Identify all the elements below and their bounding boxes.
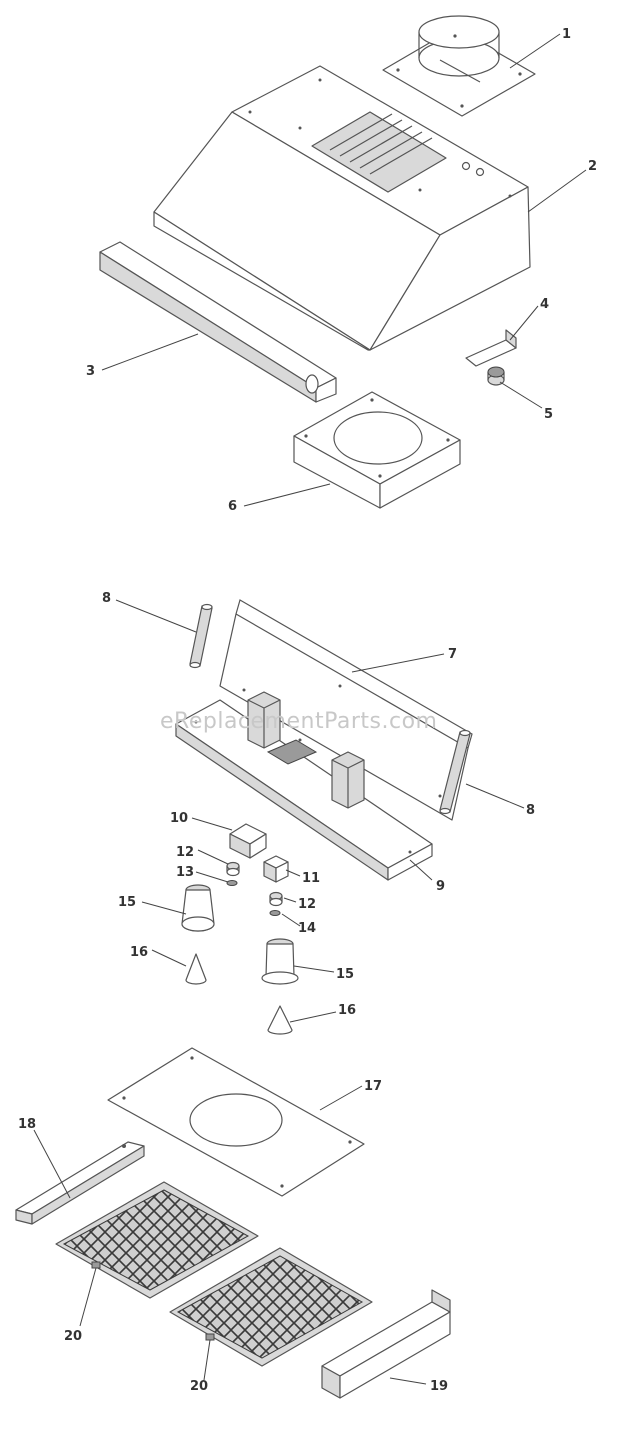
callout-2: 2 [588, 159, 597, 174]
knob-part [487, 366, 505, 386]
callout-7: 7 [448, 647, 457, 662]
callout-12: 12 [298, 897, 316, 912]
callout-18: 18 [18, 1117, 36, 1132]
hood-body-part [153, 65, 531, 351]
callout-8: 8 [102, 591, 111, 606]
callout-12: 12 [176, 845, 194, 860]
filter-rail-part [321, 1289, 451, 1399]
lamp-socket-part [226, 861, 240, 877]
callout-10: 10 [170, 811, 188, 826]
callout-16: 16 [338, 1003, 356, 1018]
callout-9: 9 [436, 879, 445, 894]
washer-part [226, 880, 238, 886]
side-trim-part [439, 729, 471, 815]
lens-panel-part [219, 599, 473, 821]
callout-6: 6 [228, 499, 237, 514]
callout-5: 5 [544, 407, 553, 422]
blower-housing-part [293, 391, 461, 509]
bottom-plate-part [107, 1047, 365, 1197]
callout-4: 4 [540, 297, 549, 312]
callout-20: 20 [190, 1379, 208, 1394]
callout-15: 15 [336, 967, 354, 982]
filter-rail-part [15, 1141, 145, 1225]
callout-3: 3 [86, 364, 95, 379]
callout-16: 16 [130, 945, 148, 960]
washer-part [269, 910, 281, 916]
switch-part [263, 855, 289, 883]
callout-17: 17 [364, 1079, 382, 1094]
bulb-part [267, 1005, 293, 1035]
callout-15: 15 [118, 895, 136, 910]
callout-1: 1 [562, 27, 571, 42]
bracket-part [465, 329, 517, 367]
callout-19: 19 [430, 1379, 448, 1394]
duct-collar-part [382, 15, 536, 117]
control-chassis-part [175, 691, 433, 881]
front-rail-part [99, 241, 337, 403]
transformer-part [229, 823, 267, 859]
side-trim-part [189, 603, 213, 669]
bulb-part [185, 953, 207, 985]
callout-14: 14 [298, 921, 316, 936]
lamp-socket-part [269, 891, 283, 907]
light-cover-part [181, 884, 215, 932]
grease-filter-part [169, 1247, 373, 1367]
grease-filter-part [55, 1181, 259, 1299]
light-cover-part [261, 938, 299, 985]
callout-20: 20 [64, 1329, 82, 1344]
callout-13: 13 [176, 865, 194, 880]
watermark-text: eReplacementParts.com [160, 709, 437, 734]
callout-11: 11 [302, 871, 320, 886]
leader-lines [33, 33, 587, 1385]
callout-8: 8 [526, 803, 535, 818]
